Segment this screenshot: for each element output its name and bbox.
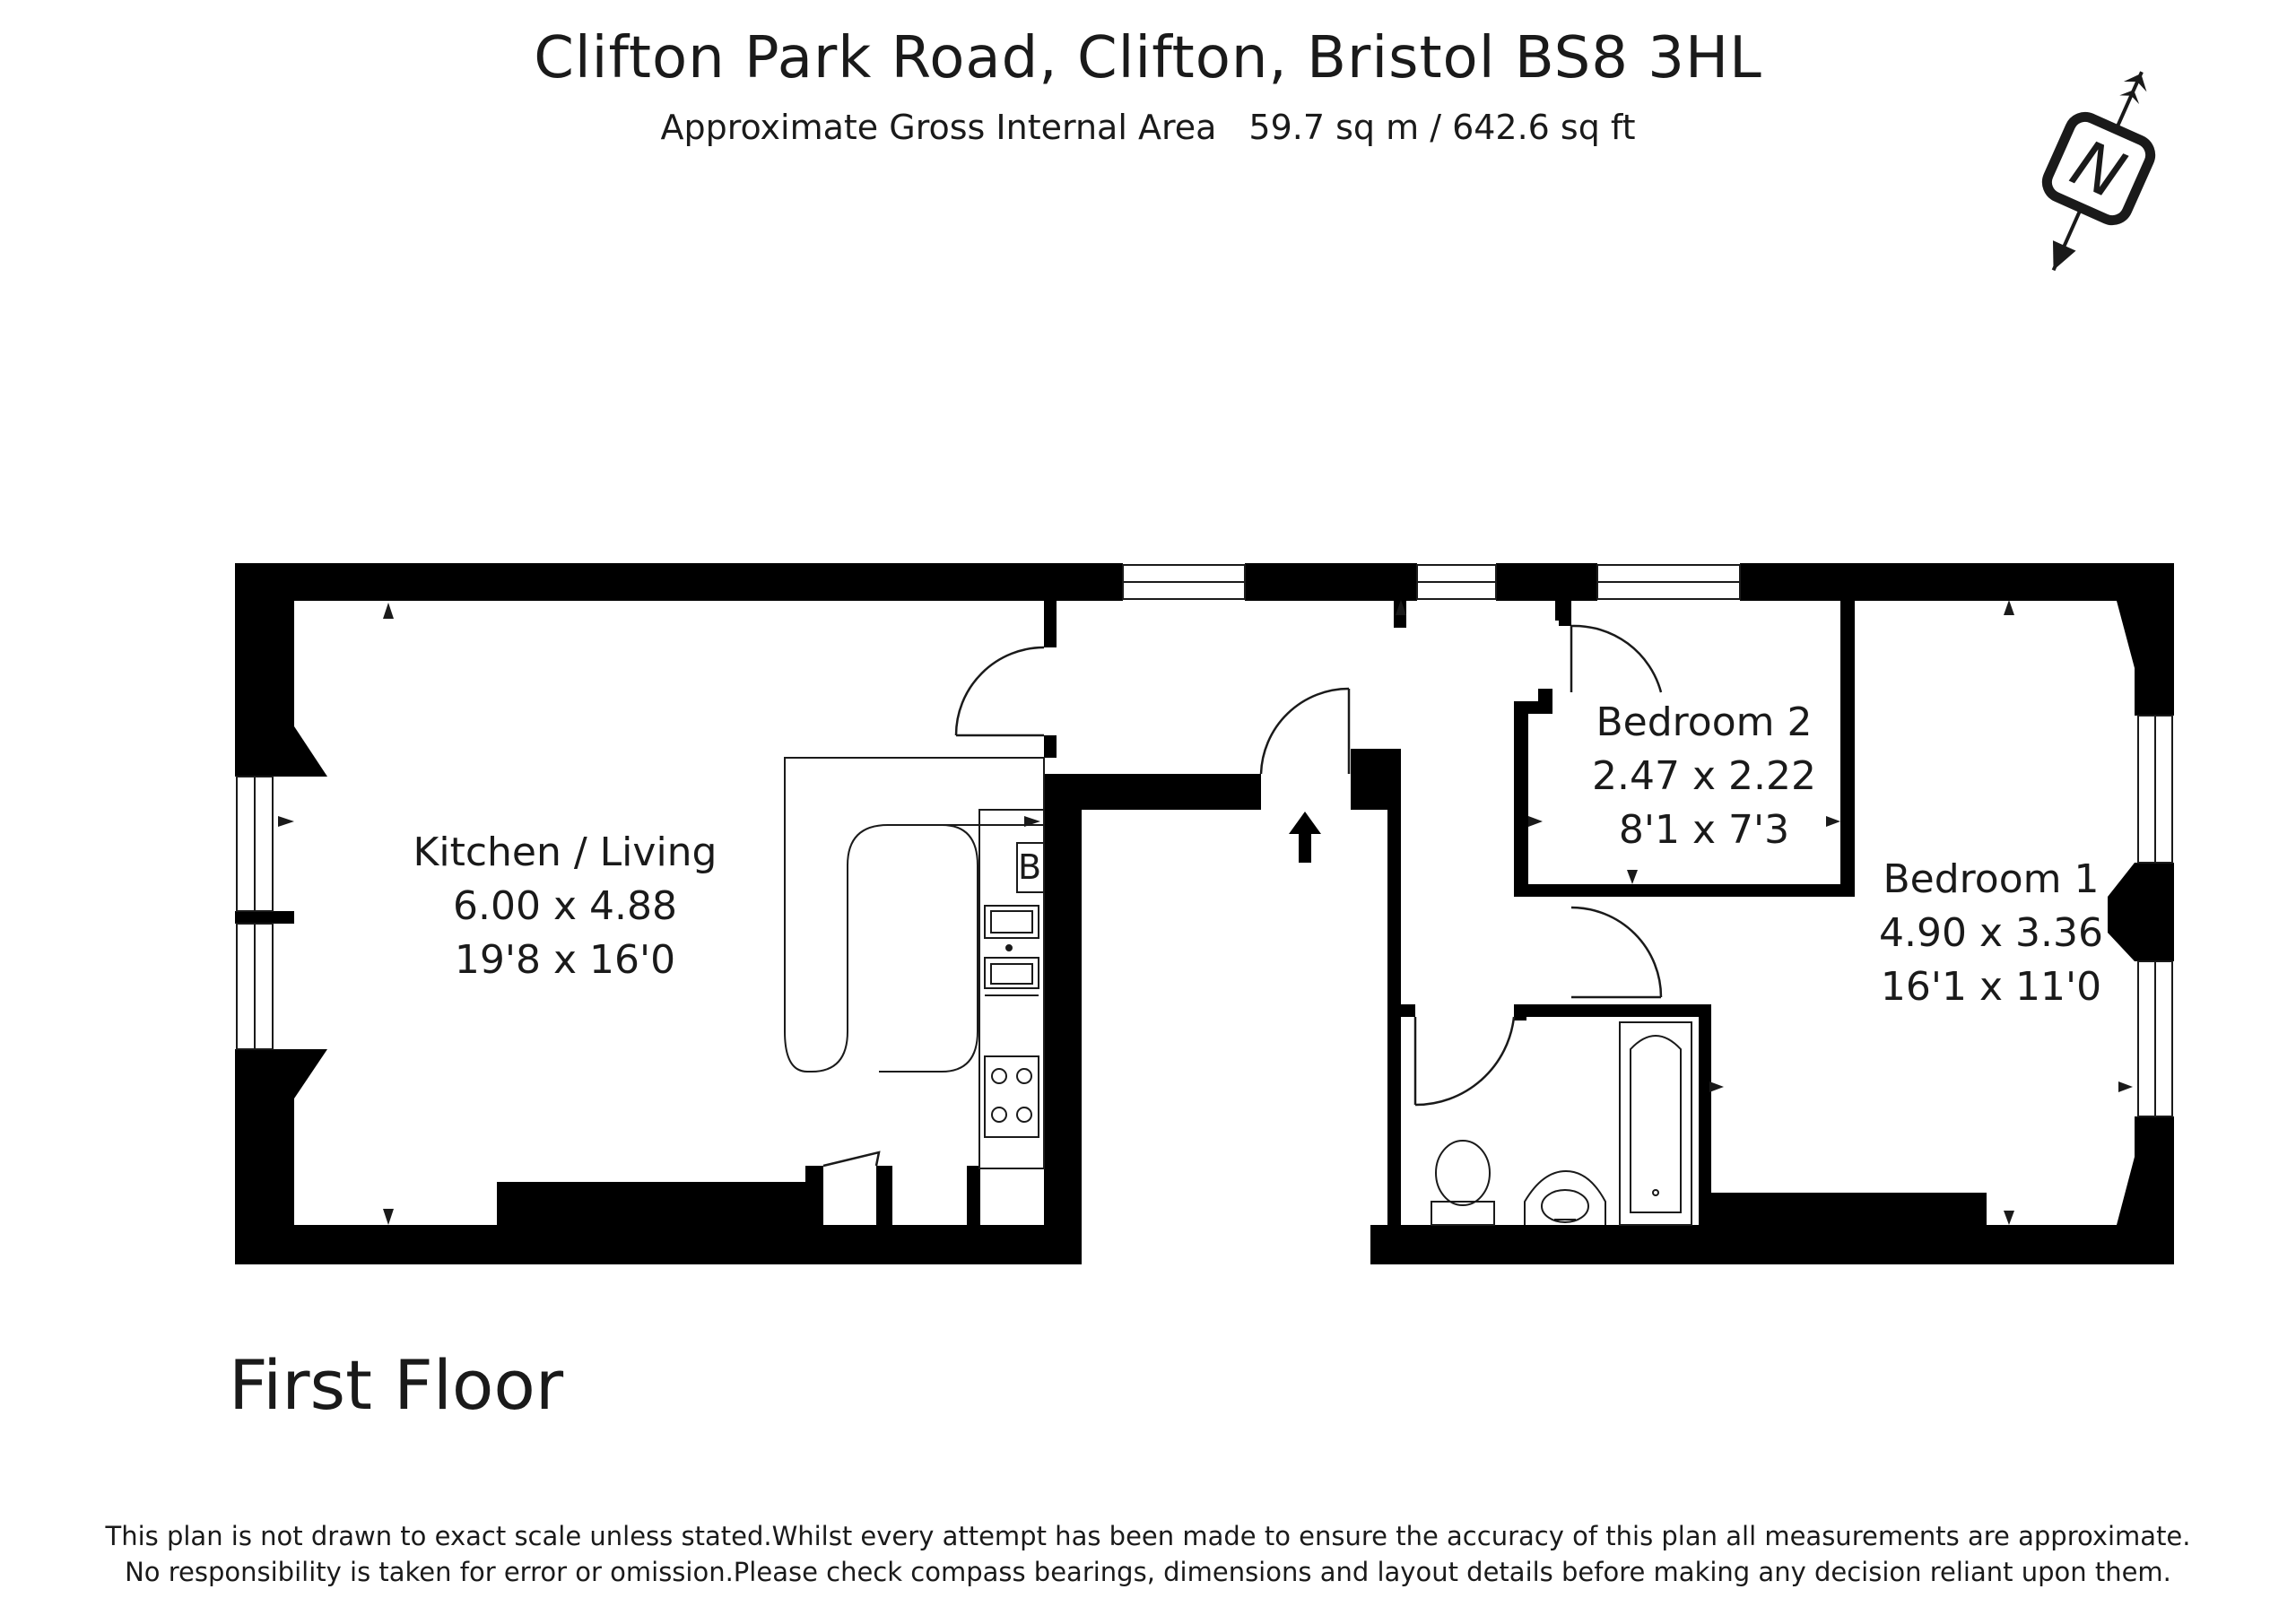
area-summary: Approximate Gross Internal Area 59.7 sq m…: [0, 108, 2296, 147]
doors: [822, 624, 1663, 1168]
kitchen-name: Kitchen / Living: [413, 829, 718, 875]
area-label: Approximate Gross Internal Area: [660, 108, 1217, 147]
bedroom1-name: Bedroom 1: [1883, 856, 2100, 902]
disclaimer-line-2: No responsibility is taken for error or …: [125, 1557, 2171, 1587]
walls: [235, 563, 2174, 1264]
area-value: 59.7 sq m / 642.6 sq ft: [1248, 108, 1636, 147]
kitchen-fixtures: [784, 757, 1045, 1169]
disclaimer-line-1: This plan is not drawn to exact scale un…: [105, 1521, 2191, 1551]
bathroom-fixtures: [1431, 1021, 1692, 1226]
windows: [236, 564, 2173, 1117]
room-bedroom-1: Bedroom 1 4.90 x 3.36 16'1 x 11'0: [1879, 856, 2103, 1010]
dimension-markers: [278, 600, 2133, 1225]
bedroom2-imperial: 8'1 x 7'3: [1619, 807, 1789, 853]
property-address: Clifton Park Road, Clifton, Bristol BS8 …: [534, 25, 1762, 91]
room-bedroom-2: Bedroom 2 2.47 x 2.22 8'1 x 7'3: [1592, 699, 1816, 853]
bedroom1-imperial: 16'1 x 11'0: [1881, 964, 2101, 1010]
boiler-label: B: [1018, 847, 1041, 887]
north-compass-icon: N: [2041, 71, 2156, 272]
disclaimer: This plan is not drawn to exact scale un…: [0, 1518, 2296, 1590]
room-kitchen-living: Kitchen / Living 6.00 x 4.88 19'8 x 16'0: [413, 829, 718, 983]
entrance-arrow-icon: [1289, 812, 1321, 863]
bedroom2-metric: 2.47 x 2.22: [1592, 753, 1816, 799]
bedroom2-name: Bedroom 2: [1596, 699, 1813, 745]
kitchen-metric: 6.00 x 4.88: [453, 883, 677, 929]
kitchen-imperial: 19'8 x 16'0: [455, 937, 675, 983]
bedroom1-metric: 4.90 x 3.36: [1879, 910, 2103, 956]
floor-label: First Floor: [229, 1345, 564, 1425]
